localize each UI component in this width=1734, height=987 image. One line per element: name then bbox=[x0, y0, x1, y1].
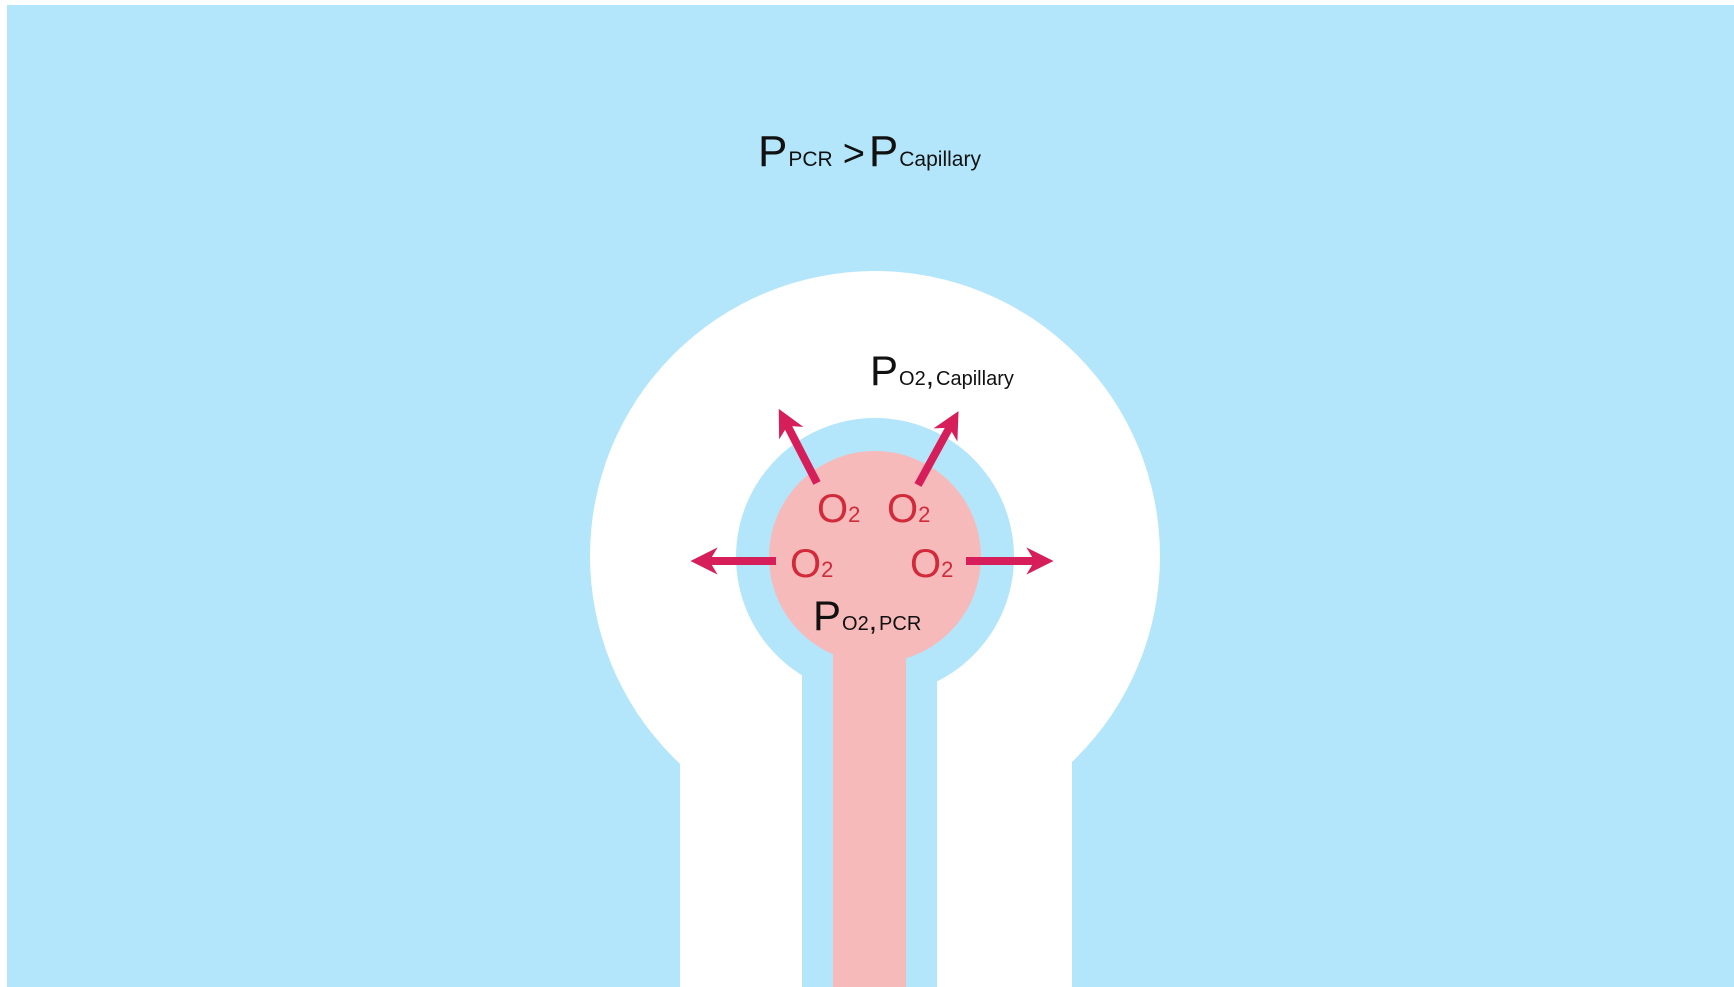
p-symbol: P bbox=[870, 347, 898, 394]
capillary-subscript: Capillary bbox=[936, 368, 1014, 390]
o2-subscript: O2 bbox=[899, 368, 926, 390]
o2-subscript: O2 bbox=[842, 613, 869, 635]
pcr-subscript: PCR bbox=[879, 613, 921, 635]
p-symbol: P bbox=[813, 592, 841, 639]
capillary-subscript: Capillary bbox=[899, 148, 981, 171]
p-symbol: P bbox=[758, 127, 787, 176]
greater-than-symbol: > bbox=[843, 133, 865, 175]
comma: , bbox=[869, 604, 877, 637]
p-symbol-2: P bbox=[869, 127, 898, 176]
pcr-subscript: PCR bbox=[788, 148, 832, 171]
comma: , bbox=[926, 359, 934, 392]
